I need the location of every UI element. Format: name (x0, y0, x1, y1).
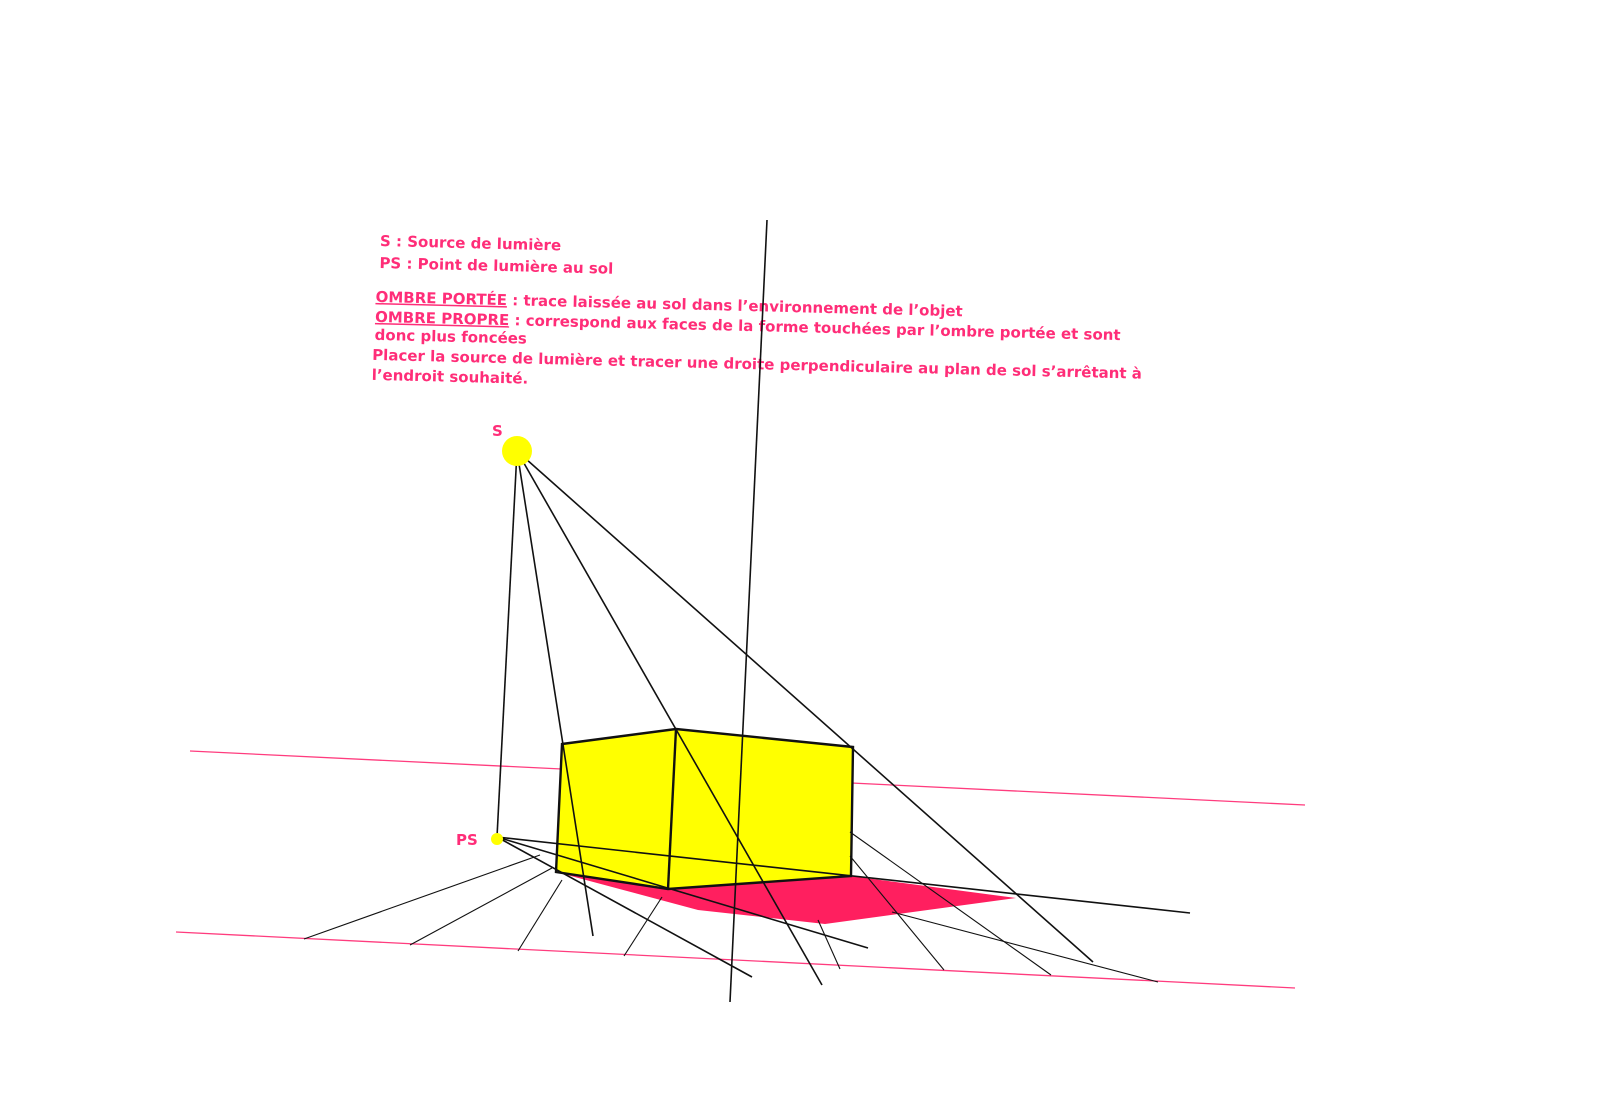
ray-line (516, 450, 594, 937)
hatch-line (849, 831, 1052, 976)
light-rays (496, 450, 1094, 986)
legend-line-source: S : Source de lumière (380, 232, 562, 254)
legend-line-ombre-propre-2: donc plus foncées (374, 326, 527, 348)
hatch-line (623, 896, 663, 957)
ground-line-lower (175, 931, 1296, 989)
hatch-line (303, 854, 541, 940)
light-source-dot (502, 436, 532, 466)
cube-faces (554, 727, 855, 891)
light-source-label: S (492, 422, 503, 440)
ground-ray (496, 836, 753, 978)
legend-block: S : Source de lumière PS : Point de lumi… (371, 232, 1142, 388)
legend-line-instruction-2: l’endroit souhaité. (371, 366, 528, 388)
hatch-line (891, 911, 1159, 983)
ground-ray (496, 836, 869, 949)
cube-front-edge (666, 728, 678, 890)
ground-point-label: PS (456, 831, 478, 849)
perpendicular-line (496, 450, 518, 838)
cast-shadow (556, 872, 1016, 924)
ground-ray (496, 836, 1191, 914)
legend-line-ground-point: PS : Point de lumière au sol (379, 254, 613, 278)
hatch-line (517, 879, 563, 952)
ray-line (516, 450, 1094, 963)
hatch-line (409, 867, 553, 946)
hatch-lines (303, 831, 1159, 983)
ground-point-dot (491, 833, 503, 845)
hatch-line (817, 919, 841, 970)
ray-line (516, 450, 823, 986)
cube (554, 727, 855, 891)
vertical-construction-line (729, 219, 768, 1003)
ground-rays (496, 836, 1191, 978)
